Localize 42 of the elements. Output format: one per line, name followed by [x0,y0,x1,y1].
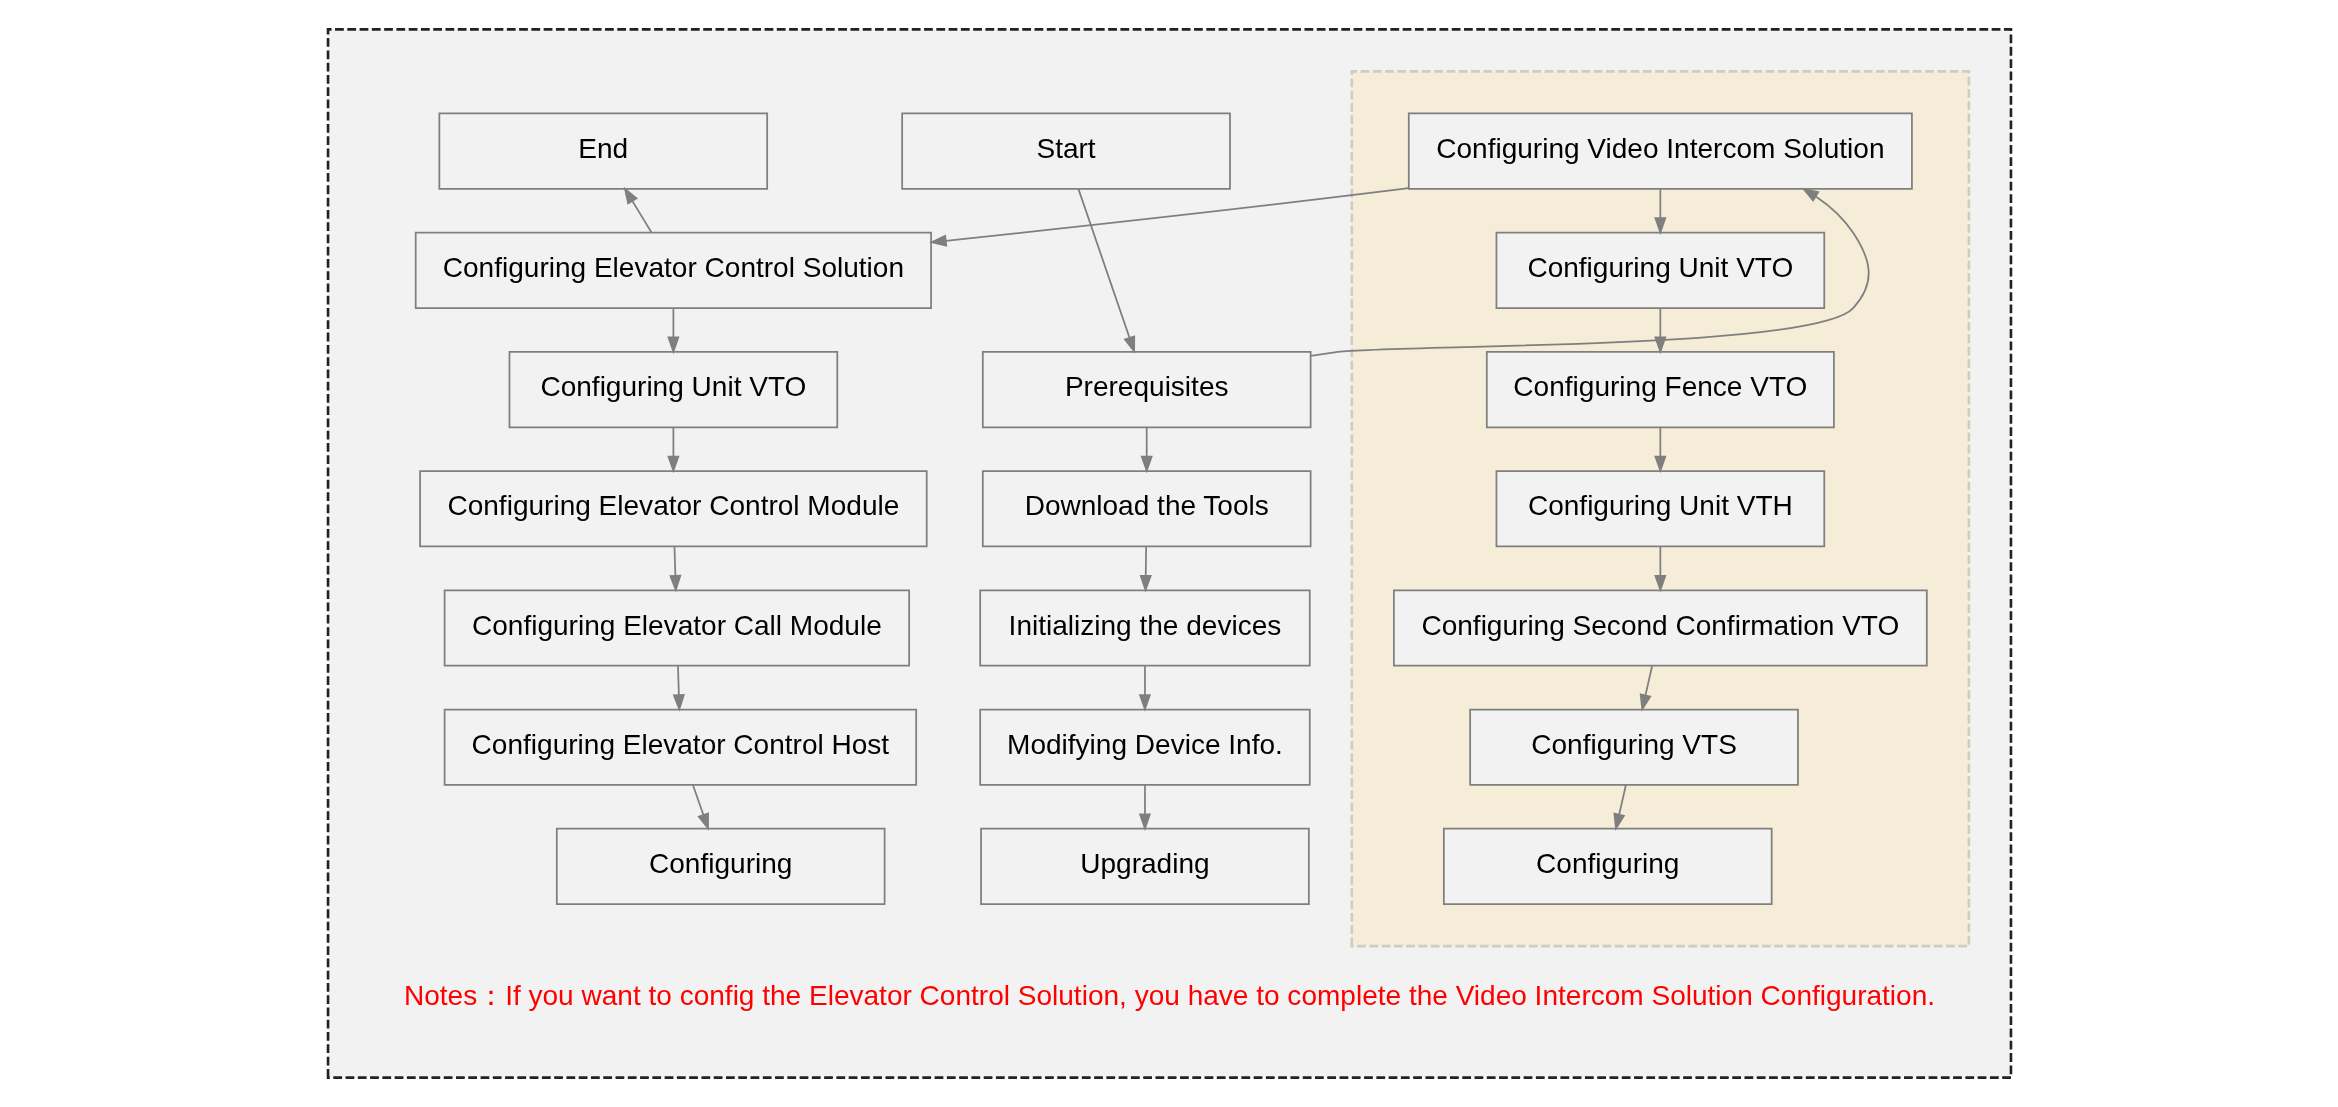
arrow [1653,426,1666,474]
arrow [1653,545,1666,593]
node-box: Initializing the devices [978,589,1311,667]
arrow [666,307,680,355]
node-box: Configuring Elevator Control Host [443,708,917,786]
arrow [1139,545,1152,593]
node-box: Configuring Elevator Control Solution [414,231,932,309]
node-box: Configuring Video Intercom Solution [1407,112,1913,190]
node-box: Upgrading [979,827,1310,905]
node-box: Configuring VTS [1468,708,1799,786]
node-box: Configuring Unit VTH [1495,470,1825,548]
arrow [668,545,681,593]
arrow [1653,188,1666,235]
arrow [1653,307,1666,355]
arrow [1639,664,1653,712]
arrow [1612,784,1627,831]
arrow [1140,426,1153,474]
arrow [1138,784,1151,831]
node-box: Configuring Unit VTO [508,351,838,429]
node-box: Configuring Second Confirmation VTO [1392,589,1928,667]
cluster [1350,70,1970,948]
node-box: Modifying Device Info. [978,708,1311,786]
node-box: Configuring [1442,827,1773,905]
cluster [326,28,2012,1079]
node-box: Configuring [555,827,885,905]
node-box: Prerequisites [981,351,1311,429]
node-box: Configuring Fence VTO [1485,351,1835,429]
node-box: Download the Tools [981,470,1311,548]
arrow [1138,664,1151,712]
label: Notes：If you want to config the Elevator Control Solution, you have to complete the Video Intercom Solution Configuration. [403,979,1935,1011]
node-box: Start [900,112,1231,190]
arrow [1309,187,1870,357]
node-box: Configuring Elevator Call Module [443,589,910,667]
node-box: Configuring Unit VTO [1495,231,1825,309]
arrow [672,664,685,712]
arrow [928,187,1410,247]
arrow [666,426,680,474]
arrow [1077,188,1135,354]
node-box: End [438,112,768,190]
arrow [623,186,652,234]
node-box: Configuring Elevator Control Module [418,470,928,548]
arrow [691,784,709,831]
